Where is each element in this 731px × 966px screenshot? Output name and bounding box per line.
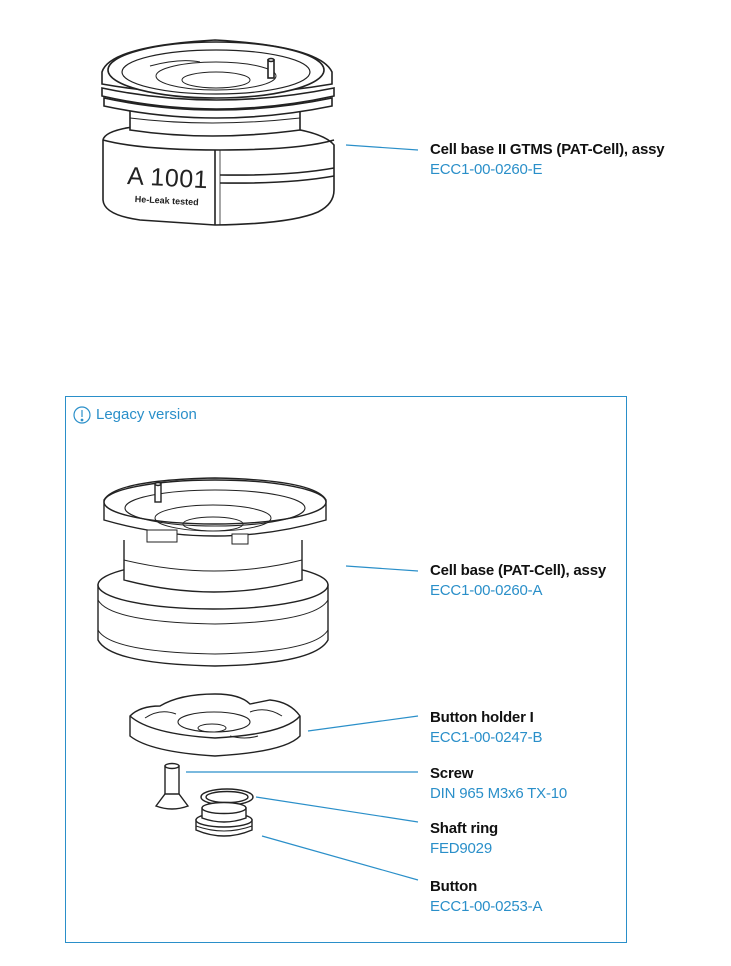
engraving-id: A 1001 [126,162,209,195]
legacy-part-name: Button holder I [430,709,534,726]
top-part-number: ECC1-00-0260-E [430,161,543,178]
top-part-name: Cell base II GTMS (PAT-Cell), assy [430,141,665,158]
legacy-part-name: Screw [430,765,474,782]
button-drawing [195,801,253,837]
button-holder-drawing [129,693,301,757]
legacy-part-number: DIN 965 M3x6 TX-10 [430,785,568,802]
leader-line-button [261,835,419,881]
leader-line-top [345,144,419,151]
leader-line-shaft-ring [255,796,419,823]
legacy-version-box [65,396,627,943]
leader-line-cell-base [345,565,419,572]
legacy-part-number: ECC1-00-0247-B [430,729,543,746]
legacy-title: Legacy version [96,406,197,423]
legacy-part-name: Shaft ring [430,820,498,837]
legacy-part-number: ECC1-00-0253-A [430,898,543,915]
legacy-part-name: Cell base (PAT-Cell), assy [430,562,606,579]
cell-base-pat-cell-drawing [97,477,329,667]
screw-drawing [154,762,190,810]
legacy-part-name: Button [430,878,478,895]
legacy-part-number: ECC1-00-0260-A [430,582,543,599]
leader-line-button-holder [307,715,419,732]
legacy-part-number: FED9029 [430,840,492,857]
cell-base-ii-gtms-drawing [101,39,335,226]
exclamation-circle-icon [73,406,91,424]
